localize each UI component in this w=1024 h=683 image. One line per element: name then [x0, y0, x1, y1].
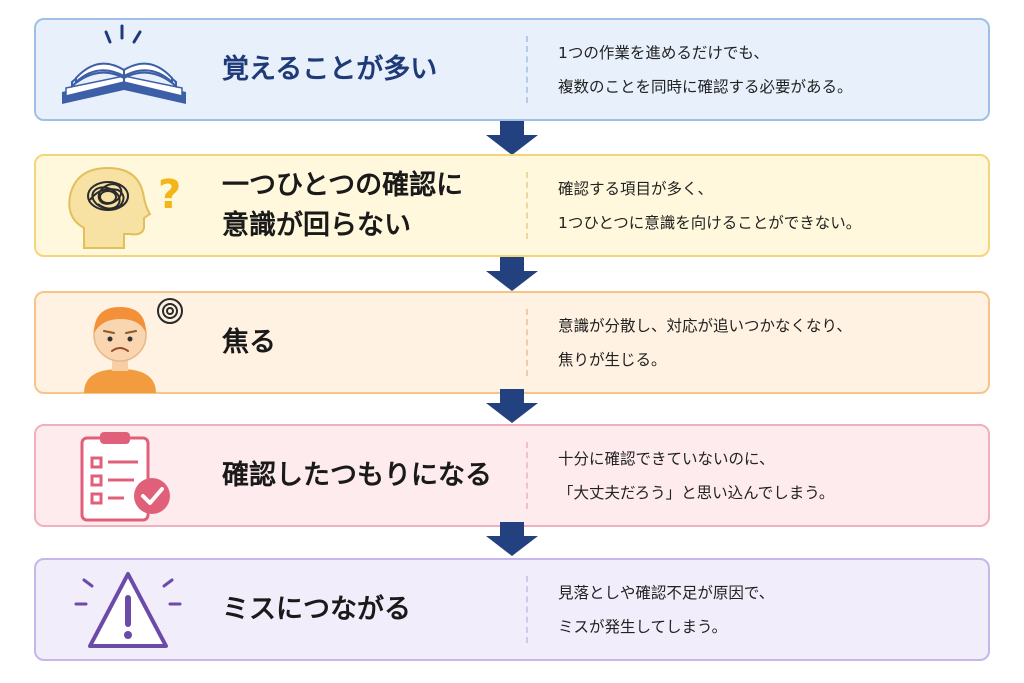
description-line: 十分に確認できていないのに、 — [558, 449, 775, 468]
step-description: 十分に確認できていないのに、 「大丈夫だろう」と思い込んでしまう。 — [558, 426, 972, 525]
description-line: 複数のことを同時に確認する必要がある。 — [558, 77, 853, 96]
svg-text:?: ? — [158, 172, 181, 218]
step-title: 覚えることが多い — [222, 53, 438, 85]
divider — [526, 36, 528, 103]
divider — [526, 576, 528, 643]
description-line: 焦りが生じる。 — [558, 350, 667, 369]
down-arrow-icon — [486, 389, 538, 423]
open-book-icon — [54, 20, 204, 119]
description-line: 確認する項目が多く、 — [558, 179, 714, 198]
divider — [526, 309, 528, 376]
description-line: 1つひとつに意識を向けることができない。 — [558, 213, 862, 232]
description-line: 「大丈夫だろう」と思い込んでしまう。 — [558, 483, 835, 502]
step-card-1: 覚えることが多い 1つの作業を進めるだけでも、 複数のことを同時に確認する必要が… — [34, 18, 990, 121]
step-card-3: 焦る 意識が分散し、対応が追いつかなくなり、 焦りが生じる。 — [34, 291, 990, 394]
down-arrow-icon — [486, 522, 538, 556]
checklist-icon — [54, 426, 204, 525]
step-title: 一つひとつの確認に 意識が回らない — [222, 169, 464, 241]
worried-person-icon — [54, 293, 204, 393]
description-line: ミスが発生してしまう。 — [558, 617, 728, 636]
divider — [526, 442, 528, 509]
description-line: 意識が分散し、対応が追いつかなくなり、 — [558, 316, 852, 335]
step-title: ミスにつながる — [222, 593, 411, 625]
step-description: 1つの作業を進めるだけでも、 複数のことを同時に確認する必要がある。 — [558, 20, 972, 119]
description-line: 1つの作業を進めるだけでも、 — [558, 43, 769, 62]
step-card-4: 確認したつもりになる 十分に確認できていないのに、 「大丈夫だろう」と思い込んで… — [34, 424, 990, 527]
step-card-2: ? 一つひとつの確認に 意識が回らない 確認する項目が多く、 1つひとつに意識を… — [34, 154, 990, 257]
warning-icon — [54, 560, 204, 659]
step-description: 見落としや確認不足が原因で、 ミスが発生してしまう。 — [558, 560, 972, 659]
down-arrow-icon — [486, 257, 538, 291]
step-title: 焦る — [222, 326, 276, 358]
step-card-5: ミスにつながる 見落としや確認不足が原因で、 ミスが発生してしまう。 — [34, 558, 990, 661]
down-arrow-icon — [486, 121, 538, 155]
step-description: 意識が分散し、対応が追いつかなくなり、 焦りが生じる。 — [558, 293, 972, 392]
step-description: 確認する項目が多く、 1つひとつに意識を向けることができない。 — [558, 156, 972, 255]
description-line: 見落としや確認不足が原因で、 — [558, 583, 775, 602]
confused-head-icon: ? — [54, 156, 204, 255]
step-title: 確認したつもりになる — [222, 459, 492, 491]
divider — [526, 172, 528, 239]
